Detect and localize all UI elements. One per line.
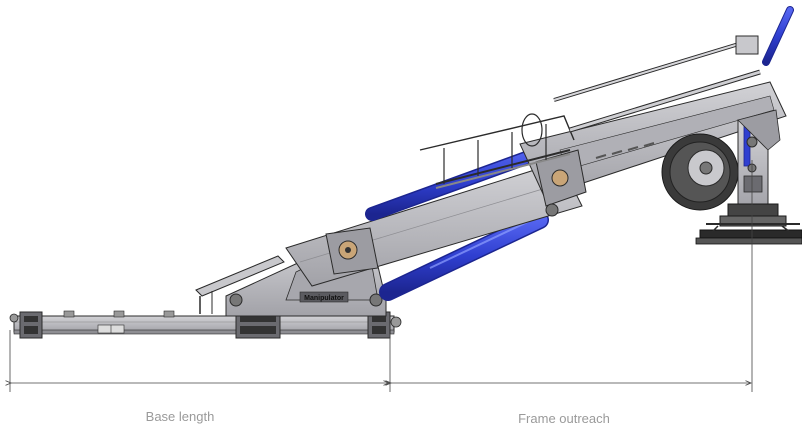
head-tilt-cylinder [762,6,794,66]
lower-lift-cylinder [379,211,549,301]
upper-boom [519,81,787,217]
vacuum-lifter-frame [695,203,802,245]
head-column [737,109,781,211]
base-foot-left [9,311,43,339]
extension-tube [553,35,761,133]
main-boom [285,161,583,287]
base-foot-right [367,311,402,339]
dimension-lines [10,160,753,392]
frame-outreach-label: Frame outreach [518,411,610,426]
head-wheel [661,133,739,211]
base-length-label: Base length [146,409,215,424]
machine-badge: Manipulator [304,295,344,302]
operator-platform [195,255,285,314]
